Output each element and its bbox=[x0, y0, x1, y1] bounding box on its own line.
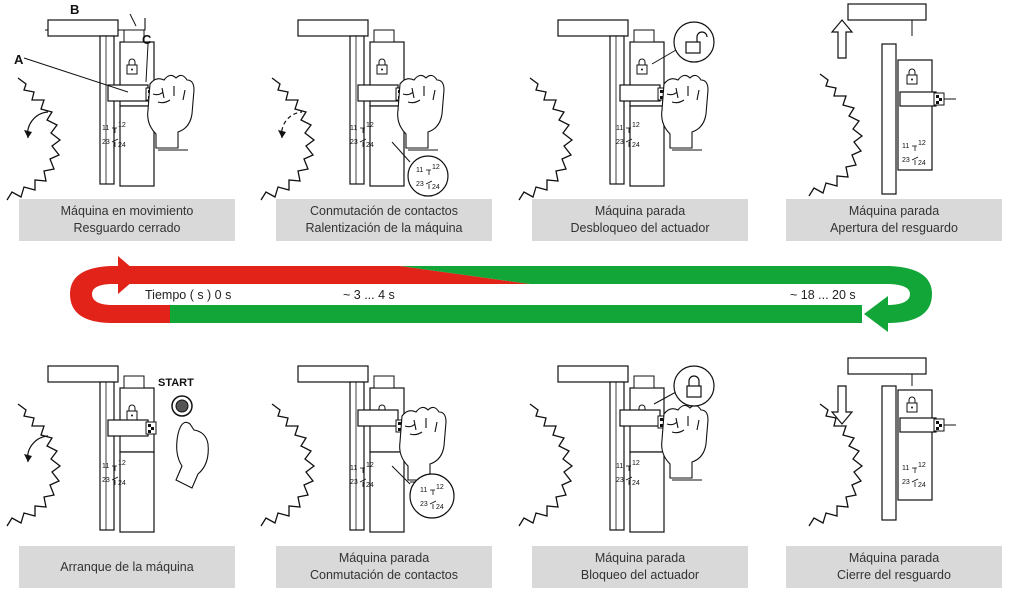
timeline-label-mid: ~ 3 ... 4 s bbox=[343, 288, 395, 302]
caption-top-3: Máquina parada Desbloqueo del actuador bbox=[532, 199, 748, 241]
timeline-top-green bbox=[400, 266, 862, 284]
timeline-label-end: ~ 18 ... 20 s bbox=[790, 288, 856, 302]
caption-line: Máquina en movimiento bbox=[60, 204, 194, 218]
arrow-left-icon bbox=[864, 296, 888, 332]
caption-line: Resguardo cerrado bbox=[73, 221, 181, 235]
panel-top-2 bbox=[260, 20, 449, 201]
caption-line: Máquina parada bbox=[848, 551, 940, 565]
arrow-right-icon bbox=[118, 256, 140, 294]
panel-bottom-2 bbox=[260, 366, 455, 532]
callout-b: B bbox=[70, 2, 80, 17]
caption-line: Máquina parada bbox=[848, 204, 940, 218]
start-label: START bbox=[158, 377, 194, 389]
caption-bottom-1: Arranque de la máquina bbox=[19, 546, 235, 588]
caption-line: Máquina parada bbox=[338, 551, 430, 565]
caption-line: Conmutación de contactos bbox=[309, 568, 458, 582]
timeline-label-start: Tiempo ( s ) 0 s bbox=[145, 288, 232, 302]
panel-top-3 bbox=[518, 20, 715, 201]
caption-bottom-3: Máquina parada Bloqueo del actuador bbox=[532, 546, 748, 588]
caption-line: Máquina parada bbox=[594, 551, 686, 565]
panel-top-4 bbox=[808, 3, 956, 197]
caption-line: Máquina parada bbox=[594, 204, 686, 218]
caption-line: Arranque de la máquina bbox=[60, 559, 194, 574]
timeline-left-loop bbox=[70, 266, 170, 323]
caption-bottom-2: Máquina parada Conmutación de contactos bbox=[276, 546, 492, 588]
caption-top-1: Máquina en movimiento Resguardo cerrado bbox=[19, 199, 235, 241]
panel-bottom-4 bbox=[808, 357, 956, 527]
caption-line: Apertura del resguardo bbox=[830, 221, 958, 235]
callout-c: C bbox=[142, 32, 152, 47]
panel-bottom-1 bbox=[6, 366, 209, 532]
caption-bottom-4: Máquina parada Cierre del resguardo bbox=[786, 546, 1002, 588]
caption-line: Conmutación de contactos bbox=[309, 204, 458, 218]
caption-line: Cierre del resguardo bbox=[837, 568, 951, 582]
panel-bottom-3 bbox=[518, 365, 715, 532]
timeline-right-loop bbox=[862, 266, 932, 323]
caption-line: Ralentización de la máquina bbox=[305, 221, 463, 235]
caption-top-4: Máquina parada Apertura del resguardo bbox=[786, 199, 1002, 241]
callout-a: A bbox=[14, 52, 24, 67]
caption-line: Desbloqueo del actuador bbox=[570, 221, 710, 235]
caption-top-2: Conmutación de contactos Ralentización d… bbox=[276, 199, 492, 241]
timeline-bottom-green bbox=[165, 305, 862, 323]
panel-top-1 bbox=[6, 13, 195, 201]
caption-line: Bloqueo del actuador bbox=[580, 568, 700, 582]
